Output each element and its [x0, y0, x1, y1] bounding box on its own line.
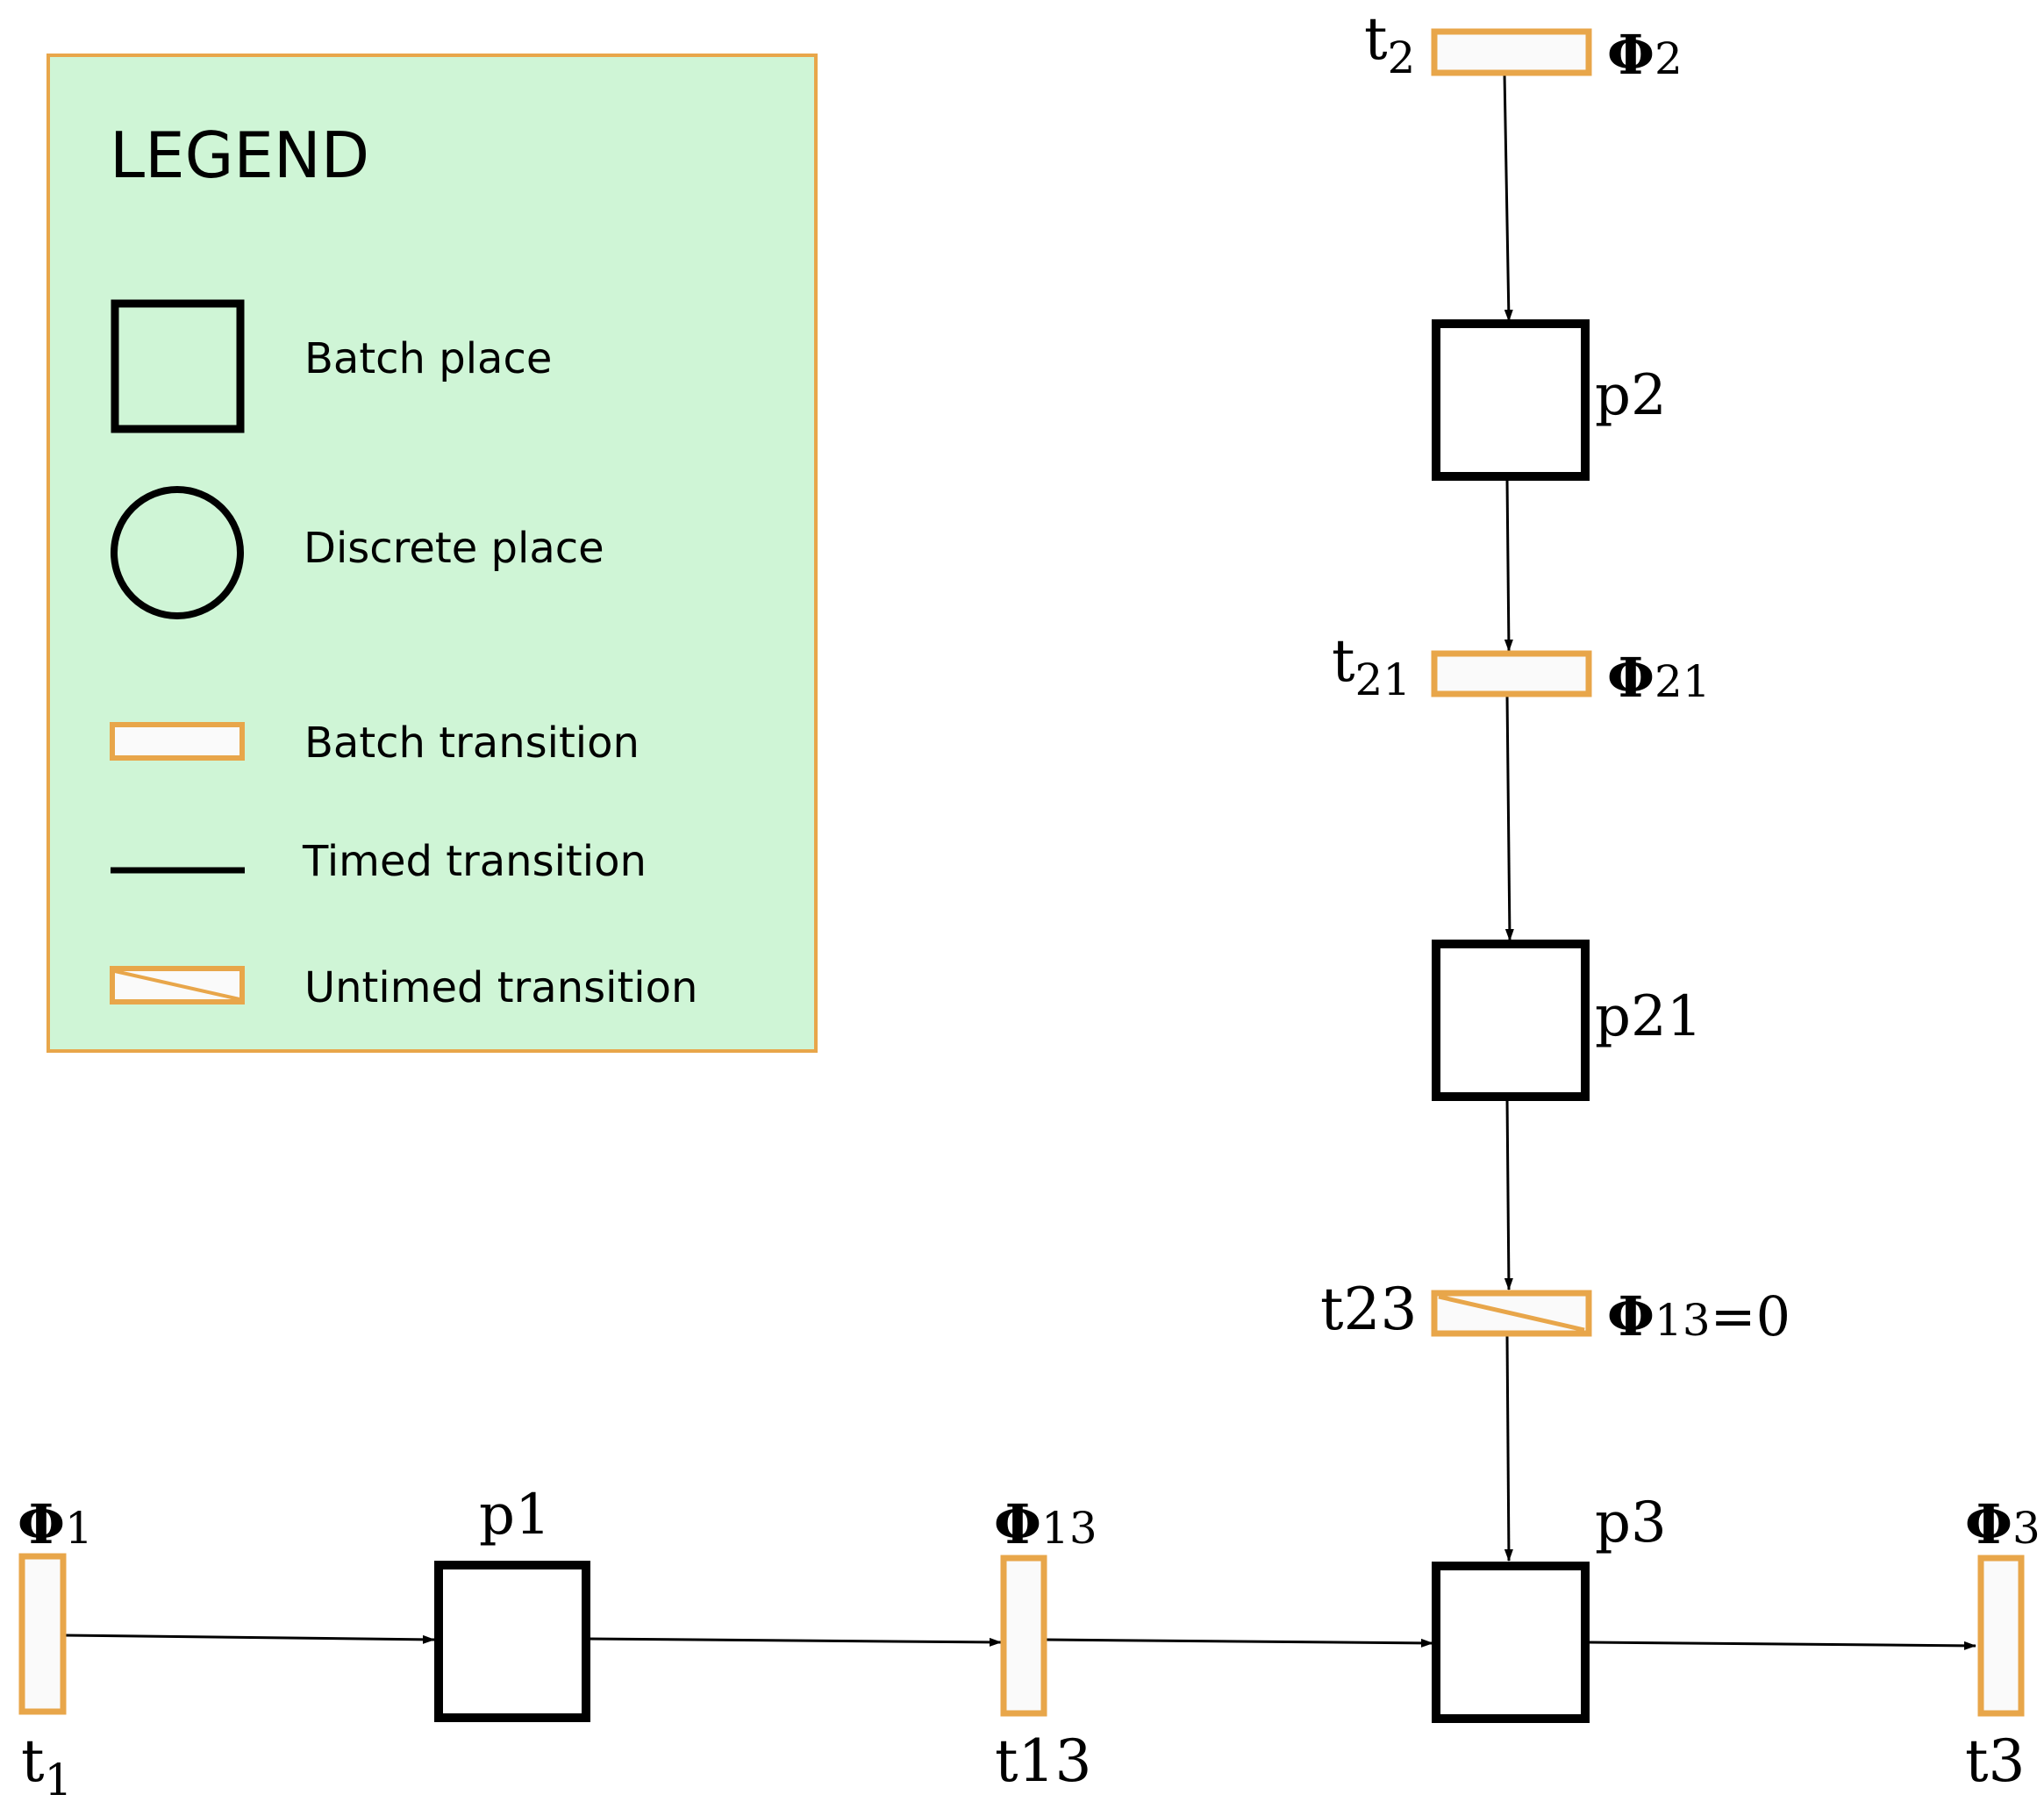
place-p21-label: p21	[1595, 984, 1702, 1049]
legend-timed-transition-label: Timed transition	[302, 837, 647, 886]
arc-p3-t3	[1587, 1641, 1976, 1650]
legend-discrete-place-icon	[111, 486, 244, 619]
legend-title: LEGEND	[110, 118, 369, 192]
place-p1[interactable]	[434, 1561, 590, 1722]
arcs	[63, 73, 1976, 1650]
legend-untimed-transition-label: Untimed transition	[304, 963, 697, 1012]
arc-t23-p3	[1504, 1334, 1513, 1562]
transition-t1-label: t1	[21, 1727, 72, 1805]
transition-t21-flow: Φ21	[1607, 646, 1711, 710]
transition-t23-label: t23	[1320, 1276, 1418, 1343]
transition-t13-label: t13	[995, 1727, 1092, 1795]
place-p2[interactable]	[1432, 319, 1590, 481]
arc-p21-t23	[1504, 1097, 1513, 1291]
transition-t1-flow: Φ1	[18, 1492, 93, 1556]
transition-t3-label: t3	[1965, 1727, 2026, 1795]
arc-p2-t21	[1504, 478, 1513, 652]
legend-untimed-transition-icon	[110, 966, 245, 1005]
legend-batch-transition-icon	[110, 722, 245, 761]
place-p3[interactable]	[1432, 1562, 1590, 1723]
legend-batch-place-label: Batch place	[304, 334, 552, 383]
legend-box	[46, 54, 818, 1053]
transition-t3[interactable]	[1977, 1555, 2025, 1717]
transition-t21-label: t21	[1332, 627, 1411, 705]
legend-discrete-place-label: Discrete place	[304, 524, 604, 573]
arc-t21-p21	[1504, 694, 1514, 941]
transition-t13[interactable]	[1000, 1555, 1047, 1717]
transition-t2[interactable]	[1431, 28, 1592, 76]
transition-t2-flow: Φ2	[1607, 23, 1683, 87]
transition-t13-flow: Φ13	[994, 1492, 1097, 1556]
arc-t2-p2	[1503, 73, 1513, 322]
legend-batch-transition-label: Batch transition	[304, 719, 640, 768]
legend-batch-place-icon	[111, 299, 245, 433]
place-p21[interactable]	[1432, 940, 1590, 1101]
transition-t3-flow: Φ3	[1965, 1492, 2040, 1556]
arc-t13-p3	[1045, 1638, 1433, 1648]
legend: LEGEND Batch place Discrete place Batch …	[46, 54, 818, 1053]
transition-t1[interactable]	[18, 1553, 67, 1715]
arc-p1-t13	[587, 1637, 1002, 1647]
place-p3-label: p3	[1595, 1491, 1667, 1555]
arc-t1-p1	[63, 1634, 435, 1644]
place-p2-label: p2	[1595, 363, 1667, 428]
place-p1-label: p1	[479, 1483, 551, 1548]
transition-t2-label: t2	[1364, 5, 1415, 83]
transition-t23-flow: Φ13=0	[1607, 1284, 1790, 1348]
transition-t21[interactable]	[1431, 650, 1592, 697]
transition-t23[interactable]	[1431, 1290, 1592, 1337]
